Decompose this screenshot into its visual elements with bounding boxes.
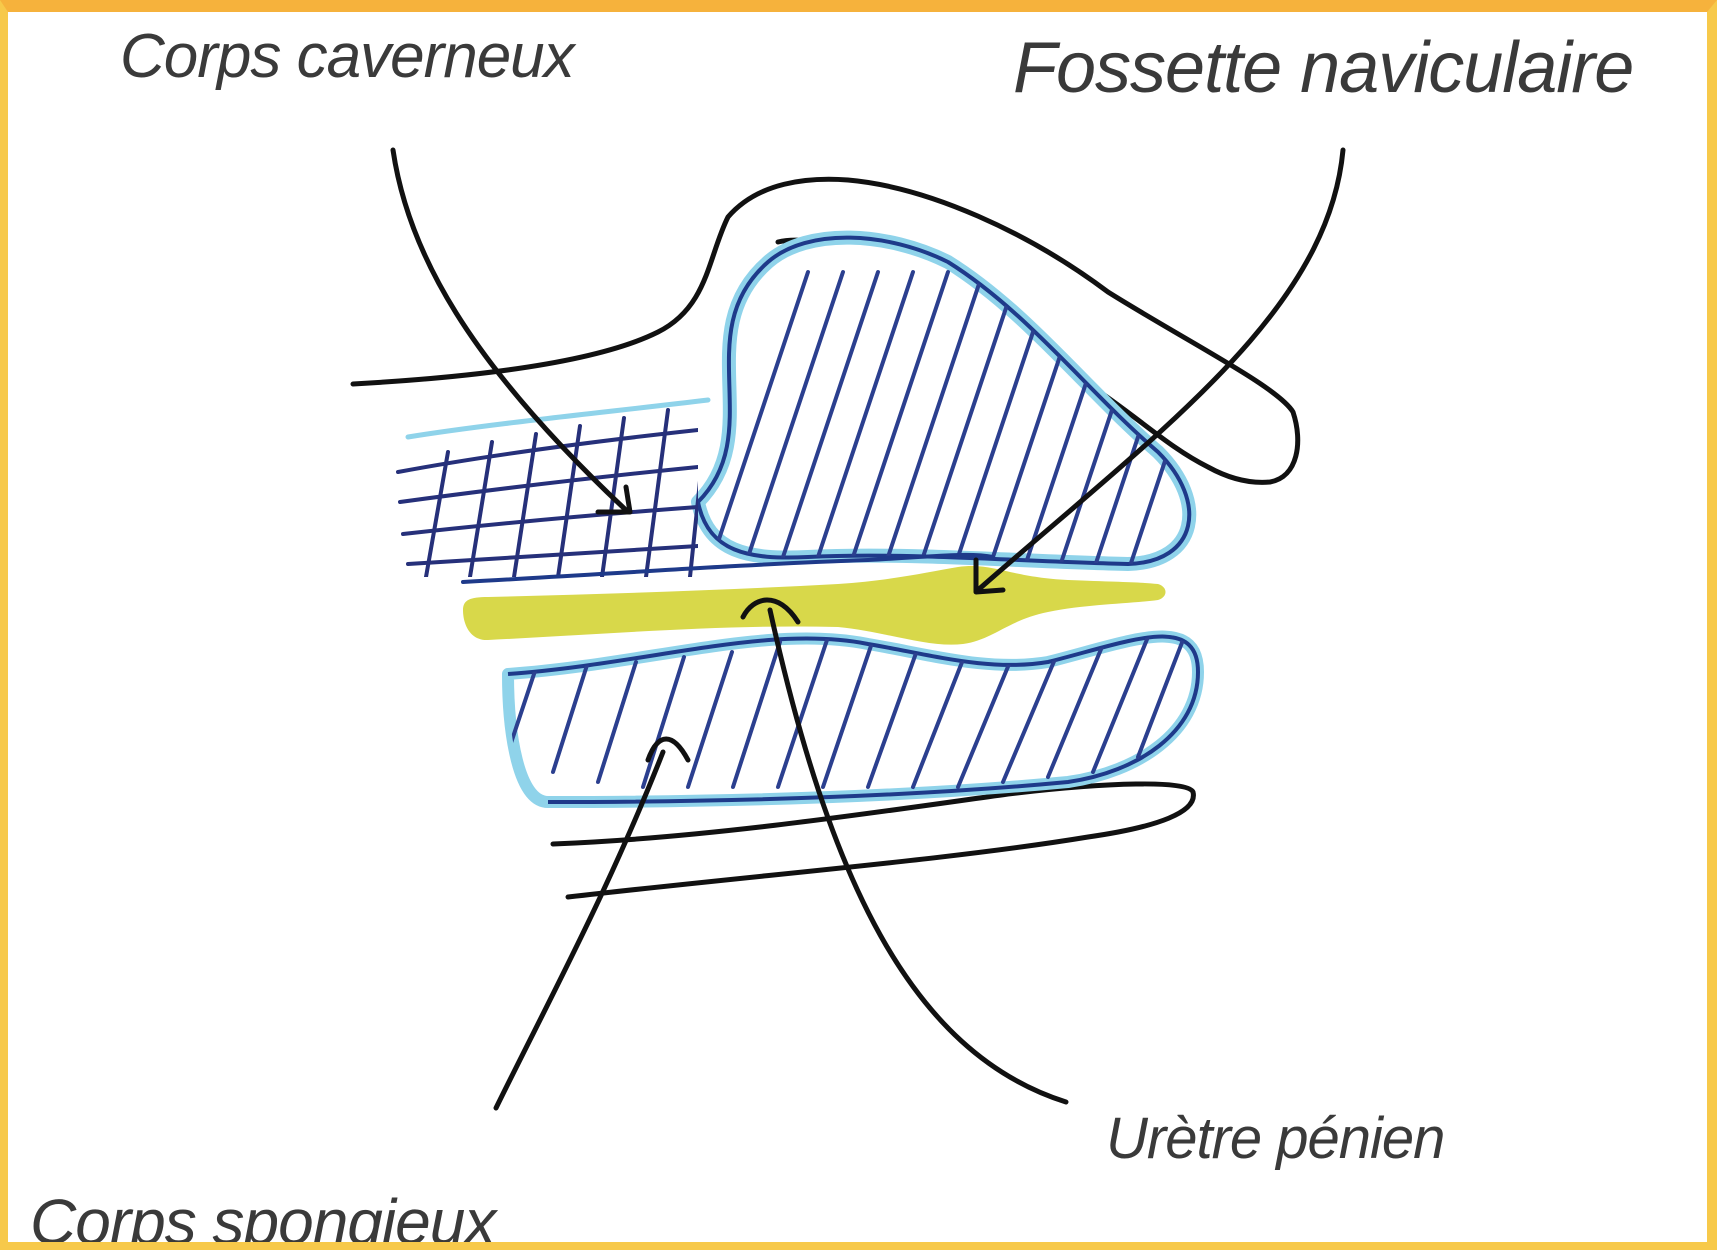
corps-spongieux-region — [508, 627, 1198, 802]
label-fossette-naviculaire: Fossette naviculaire — [1013, 32, 1633, 104]
leader-corps-caverneux — [393, 150, 630, 512]
label-uretre-penien: Urètre pénien — [1106, 1110, 1444, 1168]
anatomy-diagram — [8, 12, 1717, 1250]
corps-caverneux-region — [698, 238, 1228, 572]
label-corps-caverneux: Corps caverneux — [120, 26, 574, 88]
label-corps-spongieux: Corps spongieux — [30, 1190, 495, 1250]
corps-caverneux-grid — [398, 400, 708, 577]
